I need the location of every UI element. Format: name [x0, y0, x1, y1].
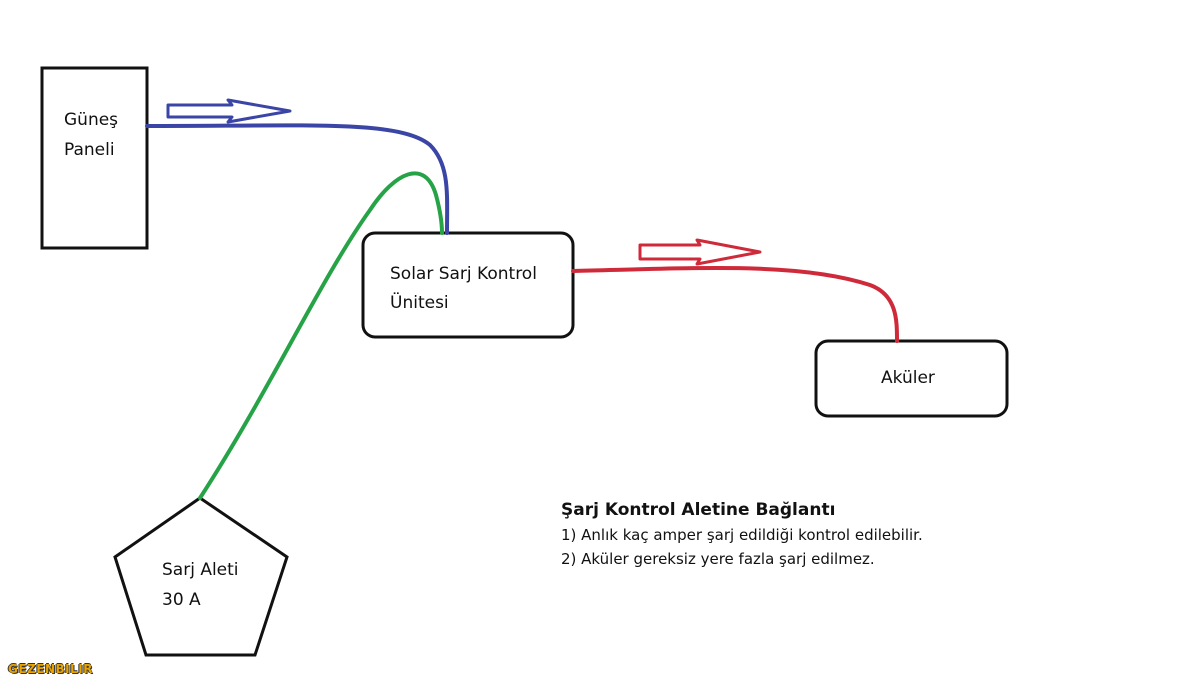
charger-label-line1: Sarj Aleti: [162, 560, 239, 580]
notes-block: Şarj Kontrol Aletine Bağlantı 1) Anlık k…: [561, 498, 923, 571]
panel-wire: [145, 123, 450, 235]
solar-panel-label-line2: Paneli: [64, 140, 115, 160]
solar-panel-label-line1: Güneş: [64, 110, 119, 130]
controller-label-line2: Ünitesi: [390, 293, 449, 313]
battery-flow-arrow: [638, 238, 762, 266]
batteries-label: Aküler: [881, 368, 935, 388]
notes-title: Şarj Kontrol Aletine Bağlantı: [561, 500, 836, 520]
charger-wire: [198, 171, 444, 500]
batteries-box: [814, 339, 1009, 418]
solar-panel-box: [40, 66, 149, 250]
charger-label-line2: 30 A: [162, 590, 201, 610]
watermark-logo: GEZENBILIR: [8, 662, 93, 676]
controller-label-line1: Solar Sarj Kontrol: [390, 264, 537, 284]
panel-flow-arrow: [166, 98, 292, 124]
charger-pentagon: [113, 496, 289, 657]
battery-wire: [571, 266, 899, 343]
controller-box: [361, 231, 575, 339]
notes-item-2: 2) Aküler gereksiz yere fazla şarj edilm…: [561, 550, 875, 568]
notes-item-1: 1) Anlık kaç amper şarj edildiği kontrol…: [561, 526, 923, 544]
